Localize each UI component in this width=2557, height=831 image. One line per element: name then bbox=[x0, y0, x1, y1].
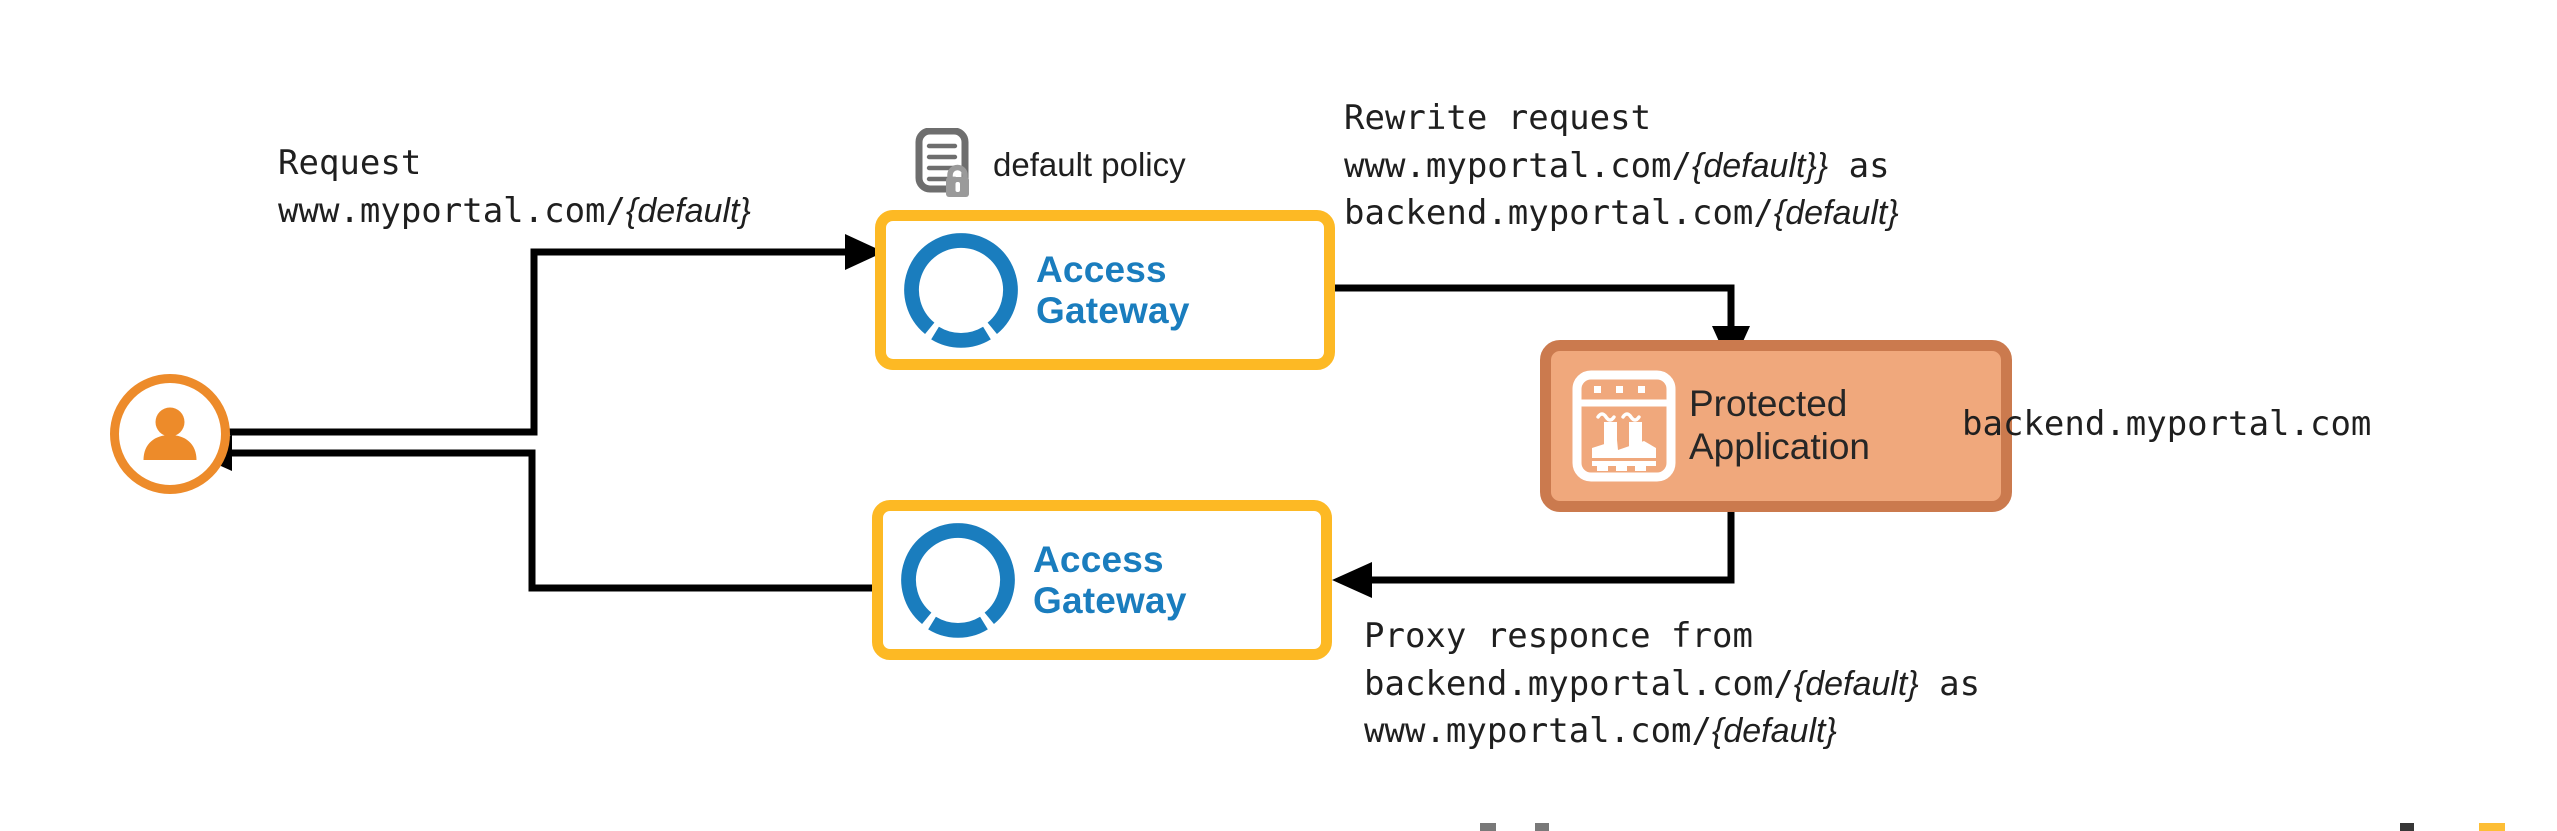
wire-user-to-gateway bbox=[180, 234, 884, 436]
gateway-label: Access Gateway bbox=[1033, 539, 1321, 622]
gateway-icon-wrap bbox=[883, 521, 1033, 639]
wire-app-to-gateway bbox=[1332, 512, 1735, 598]
rewrite-src-template: {default}} bbox=[1692, 146, 1829, 185]
cropped-fragment bbox=[2400, 823, 2414, 831]
segmented-circle-icon bbox=[904, 233, 1018, 348]
gateway-label-line-1: Access bbox=[1033, 538, 1164, 580]
rewrite-src-host: www.myportal.com/ bbox=[1344, 145, 1692, 186]
proxy-line-1: Proxy responce from bbox=[1364, 616, 1753, 656]
request-line-2: www.myportal.com/{default} bbox=[278, 188, 751, 236]
gateway-icon-wrap bbox=[886, 231, 1036, 349]
gateway-box[interactable]: Access Gateway bbox=[872, 500, 1332, 660]
rewrite-as-1: as bbox=[1828, 145, 1890, 186]
app-label-line-2: Application bbox=[1689, 426, 1871, 467]
proxy-src-host: backend.myportal.com/ bbox=[1364, 663, 1794, 704]
proxy-dst-template: {default} bbox=[1712, 712, 1837, 751]
proxy-src-template: {default} bbox=[1793, 664, 1919, 703]
request-annotation: Request www.myportal.com/{default} bbox=[278, 140, 751, 235]
rewrite-line-3: backend.myportal.com/{default} bbox=[1344, 190, 1899, 238]
default-policy-group[interactable]: default policy bbox=[915, 128, 1186, 202]
cropped-fragment bbox=[1535, 823, 1549, 831]
protected-app-box[interactable]: Protected Application bbox=[1540, 340, 2012, 512]
rewrite-line-2: www.myportal.com/{default}} as bbox=[1344, 143, 1899, 191]
proxy-as-1: as bbox=[1918, 663, 1981, 704]
cropped-fragment bbox=[2479, 823, 2505, 831]
access-gateway-bottom[interactable]: Access Gateway bbox=[872, 500, 1332, 660]
proxy-dst-host: www.myportal.com/ bbox=[1364, 711, 1712, 752]
proxy-line-3: www.myportal.com/{default} bbox=[1364, 708, 1980, 756]
gateway-label: Access Gateway bbox=[1036, 249, 1324, 332]
user-actor[interactable] bbox=[110, 374, 230, 494]
gateway-label-line-2: Gateway bbox=[1033, 580, 1187, 621]
gateway-box[interactable]: Access Gateway bbox=[875, 210, 1335, 370]
request-host: www.myportal.com/ bbox=[278, 190, 626, 231]
rewrite-line-1: Rewrite request bbox=[1344, 98, 1652, 138]
backend-host-label: backend.myportal.com bbox=[1962, 404, 2372, 444]
avatar[interactable] bbox=[110, 374, 230, 494]
browser-factory-icon bbox=[1572, 370, 1676, 482]
rewrite-dst-template: {default} bbox=[1773, 194, 1899, 233]
document-lock-icon bbox=[915, 128, 969, 197]
user-avatar-icon bbox=[143, 407, 197, 460]
proxy-annotation: Proxy responce from backend.myportal.com… bbox=[1364, 613, 1980, 756]
app-icon-wrap bbox=[1551, 370, 1683, 482]
gateway-label-line-2: Gateway bbox=[1036, 290, 1190, 331]
access-gateway-top[interactable]: Access Gateway bbox=[875, 210, 1335, 370]
app-label-line-1: Protected bbox=[1689, 383, 1848, 425]
proxy-line-2: backend.myportal.com/{default} as bbox=[1364, 661, 1980, 709]
request-template: {default} bbox=[626, 191, 751, 230]
cropped-fragment bbox=[1480, 823, 1496, 831]
protected-application[interactable]: Protected Application bbox=[1540, 340, 2012, 512]
protected-app-label: Protected Application bbox=[1683, 383, 2001, 468]
request-line-1: Request bbox=[278, 143, 422, 183]
default-policy-label: default policy bbox=[993, 146, 1186, 183]
wire-gateway-to-user bbox=[192, 435, 877, 592]
rewrite-dst-host: backend.myportal.com/ bbox=[1344, 193, 1774, 234]
rewrite-annotation: Rewrite request www.myportal.com/{defaul… bbox=[1344, 95, 1899, 238]
segmented-circle-icon bbox=[901, 523, 1015, 638]
gateway-label-line-1: Access bbox=[1036, 248, 1167, 290]
